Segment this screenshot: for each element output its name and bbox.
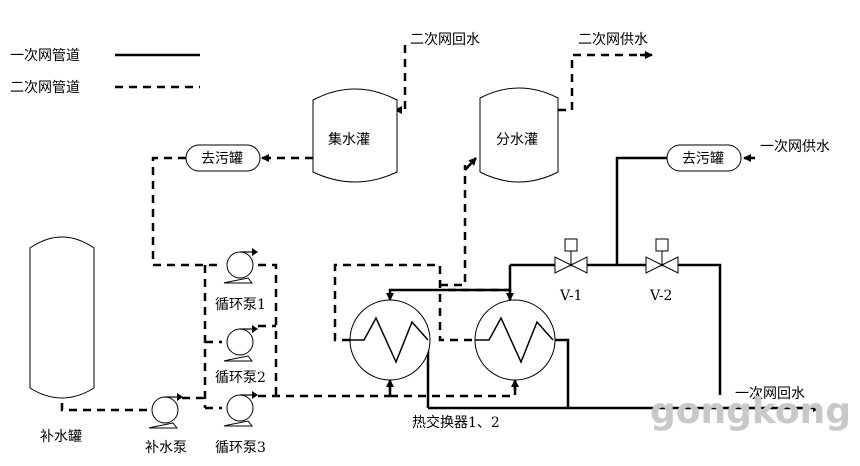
valve-1-label: V-1 [559,288,582,304]
primary-supply-label: 一次网供水 [760,139,830,155]
heat-exchanger-2 [474,299,556,381]
hx2-inlet-dashed [448,288,512,300]
hx1-outlet-loop [333,263,478,342]
dirt-to-pumps-pipe [151,156,222,267]
valve-2-label: V-2 [649,288,672,304]
makeup-pipe [60,403,148,412]
pumps-to-hx2-bottom [390,384,517,398]
makeup-tank [29,236,95,399]
dirt-right-to-valves [615,156,667,265]
valve-1 [554,238,588,274]
valve-2 [645,238,679,274]
primary-pipes [386,154,821,412]
pump-1 [223,248,258,284]
legend: 一次网管道 二次网管道 [10,48,200,96]
secondary-supply-label: 二次网供水 [578,32,648,48]
watermark: gongkong [650,391,851,432]
hx2-primary-out [553,338,570,408]
pump-1-label: 循环泵1 [215,297,266,313]
pump-header-right [258,263,278,396]
pump-3-label: 循环泵3 [215,440,266,456]
dist-tank-label: 分水灌 [496,132,538,148]
dirt-tank-right-label: 去污罐 [682,151,724,167]
heat-exchanger-label: 热交换器1、2 [412,414,500,431]
dist-tank: 分水灌 [479,87,559,183]
dirt-tank-left: 去污罐 [185,144,261,172]
primary-to-hx1-top [386,288,510,301]
primary-return-label: 一次网回水 [735,386,805,402]
pump-2-label: 循环泵2 [215,370,266,386]
secondary-supply-pipe [558,53,645,112]
heat-exchanger-1 [349,299,431,381]
dist-tank-in-arrow [464,157,477,171]
collect-tank: 集水灌 [312,88,398,183]
makeup-pump [148,393,183,429]
pump-3 [223,391,258,427]
legend-secondary-label: 二次网管道 [10,80,80,96]
dirt-tank-left-label: 去污罐 [201,151,243,167]
collect-tank-label: 集水灌 [328,131,370,148]
makeup-pump-label: 补水泵 [145,440,187,456]
makeup-tank-label: 补水罐 [40,429,82,445]
legend-primary-label: 一次网管道 [10,48,80,64]
dirt-tank-right: 去污罐 [666,144,742,172]
pump-2 [223,325,258,362]
secondary-return-label: 二次网回水 [410,32,480,48]
hx-to-dist-tank [440,165,467,287]
